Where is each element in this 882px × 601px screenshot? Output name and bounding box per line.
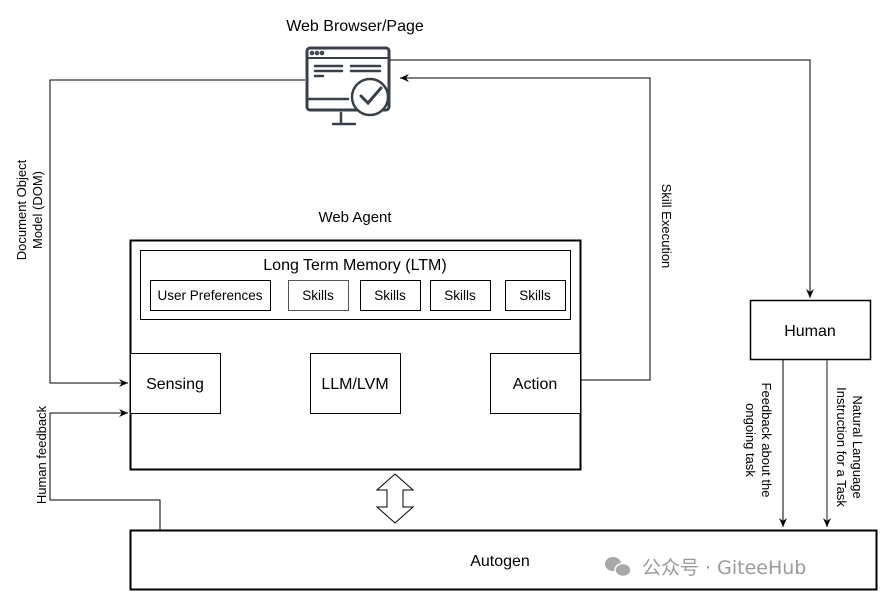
ltm-item-label: Skills [302,288,334,303]
feedback-task-label-line1: Feedback about the [759,383,774,498]
autogen-label: Autogen [470,553,530,570]
watermark-text: 公众号 · GiteeHub [642,557,806,579]
dom-label-line1: Document Object [14,159,29,260]
llm-label: LLM/LVM [321,376,388,393]
watermark: 公众号 · GiteeHub [605,557,806,579]
agent-title: Web Agent [318,209,392,226]
ltm-item-label: Skills [519,288,551,303]
ltm-item-label: Skills [444,288,476,303]
feedback-task-label-line2: ongoing task [743,403,758,477]
bidirectional-arrow-icon [375,473,415,524]
human-label: Human [784,323,836,340]
human-feedback-edge [49,409,161,530]
action-label: Action [513,376,557,393]
ltm-item-label: Skills [374,288,406,303]
skill-execution-label: Skill Execution [659,184,674,269]
sensing-label: Sensing [146,376,204,393]
nl-instruction-label-line2: Instruction for a Task [834,387,849,507]
human-feedback-label: Human feedback [34,405,49,504]
ltm-item-skills: Skills [288,280,349,311]
browser-to-human-edge [390,59,814,298]
browser-title: Web Browser/Page [286,18,424,35]
autogen-box: Autogen [129,529,878,591]
wechat-icon [605,557,632,578]
llm-module: LLM/LVM [310,353,401,414]
action-module: Action [490,353,581,414]
ltm-item-user-preferences: User Preferences [150,280,271,311]
ltm-item-skills: Skills [505,280,566,311]
dom-label-line2: Model (DOM) [30,171,45,249]
ltm-item-skills: Skills [430,280,491,311]
human-box: Human [749,299,872,361]
dom-edge [49,79,305,387]
skill-execution-edge [400,74,651,381]
sensing-module: Sensing [130,353,221,414]
ltm-item-label: User Preferences [157,288,262,303]
nl-instruction-label-line1: Natural Language [850,395,865,498]
ltm-title: Long Term Memory (LTM) [263,257,446,274]
browser-check-icon [305,46,391,126]
ltm-item-skills: Skills [360,280,421,311]
